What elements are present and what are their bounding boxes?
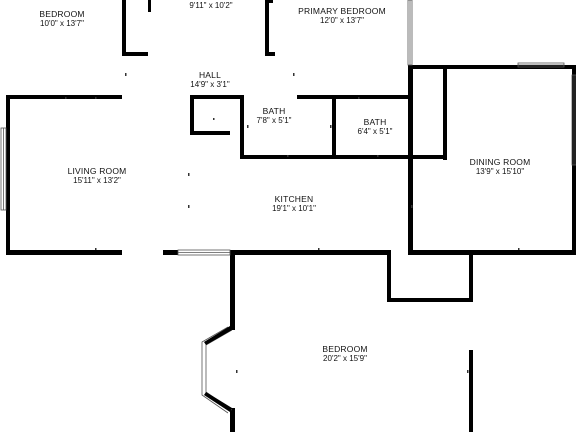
wall-segment [230,250,235,330]
room-label-bedroom-s: BEDROOM 20'2" x 15'9" [322,344,367,364]
bay-window-frame [204,392,232,412]
wall-segment [6,250,122,255]
room-label-living-room: LIVING ROOM 15'11" x 13'2" [68,166,127,186]
wall-segment [265,52,275,56]
wall-segment [408,65,413,255]
room-name: DINING ROOM [469,157,531,167]
room-dimensions: 20'2" x 15'9" [323,354,367,363]
room-dimensions: 19'1" x 10'1" [272,204,316,213]
room-name: PRIMARY BEDROOM [298,6,386,16]
room-dimensions: 6'4" x 5'1" [357,127,393,136]
room-label-hall: HALL 14'9" x 3'1" [190,70,229,90]
room-label-bath-1: BATH 7'8" x 5'1" [257,106,292,126]
wall-segment [387,250,391,302]
wall-segment [265,0,273,3]
opening-markers [65,73,520,373]
wall-segment [408,250,576,255]
room-dimensions: 14'9" x 3'1" [190,80,230,89]
wall-segment [413,155,447,159]
wall-segment [190,131,230,135]
room-name: KITCHEN [274,194,314,204]
wall-segment [163,250,178,255]
room-dimensions: 12'0" x 13'7" [320,16,364,25]
room-name: BEDROOM [39,9,85,19]
wall-segment [469,250,473,302]
room-dimensions: 15'11" x 13'2" [73,176,121,185]
wall-segment [240,155,408,159]
wall-segment [443,65,447,160]
wall-segment [297,95,413,99]
wall-segment [408,65,576,69]
room-name: LIVING ROOM [67,166,127,176]
wall-segment [190,95,194,135]
wall-segment [190,95,243,99]
wall-segment [6,95,122,99]
room-dimensions: 7'8" x 5'1" [256,116,292,125]
wall-segment [6,95,10,255]
room-label-closet-top: 9'11" x 10'2" [189,1,232,11]
room-label-kitchen: KITCHEN 19'1" x 10'1" [272,194,316,214]
room-dimensions: 10'0" x 13'7" [40,19,84,28]
wall-segment [240,95,244,159]
room-dimensions: 9'11" x 10'2" [189,1,233,10]
wall-segment [332,95,336,159]
room-label-dining-room: DINING ROOM 13'9" x 15'10" [470,157,531,177]
room-name: BEDROOM [322,344,368,354]
wall-segment [387,298,473,302]
room-name: BATH [262,106,286,116]
room-label-primary-bedroom: PRIMARY BEDROOM 12'0" x 13'7" [298,6,386,26]
wall-segment [469,350,473,432]
room-label-bath-2: BATH 6'4" x 5'1" [358,117,393,137]
wall-segment [230,250,390,255]
wall-segment [122,0,126,56]
wall-segment [122,52,148,56]
bay-window-frame [204,326,232,345]
walls [6,0,576,432]
wall-segment [148,0,151,12]
room-name: BATH [363,117,387,127]
room-dimensions: 13'9" x 15'10" [475,167,525,176]
room-name: HALL [198,70,222,80]
wall-segment [230,408,235,432]
room-label-bedroom-nw: BEDROOM 10'0" x 13'7" [39,9,84,29]
wall-segment [265,0,269,56]
